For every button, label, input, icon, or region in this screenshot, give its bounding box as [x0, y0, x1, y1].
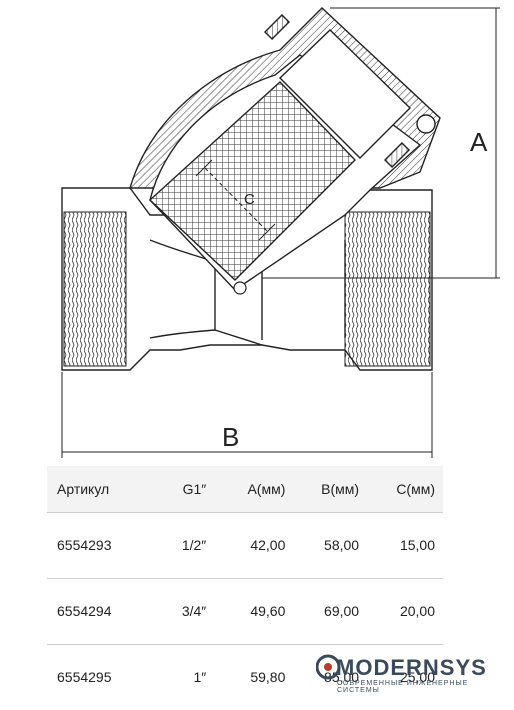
dim-a-lines [262, 7, 500, 279]
header-article: Артикул [57, 480, 110, 497]
cell-thread: 3/4″ [181, 603, 207, 619]
cap-block [278, 29, 411, 159]
header-b: B(мм) [321, 480, 360, 497]
cell-c: 20,00 [399, 603, 435, 619]
logo-name: MODERNSYS [336, 655, 487, 680]
dimensions-table: Артикул G1″ A(мм) B(мм) C(мм) 6554293 1/… [47, 466, 443, 710]
dimension-a-label: A [470, 127, 488, 157]
cell-thread: 1″ [193, 669, 207, 686]
dimension-b-label: B [222, 422, 240, 452]
cell-article: 6554293 [57, 537, 112, 553]
logo-mark [316, 654, 341, 680]
cell-c: 25,00 [399, 669, 435, 686]
cell-a: 59,80 [250, 669, 286, 686]
dim-b-lines [61, 372, 433, 458]
logo-tagline: СОВРЕМЕННЫЕ ИНЖЕНЕРНЫЕ СИСТЕМЫ [337, 680, 469, 694]
cell-c: 15,00 [399, 537, 435, 553]
table-row: 6554294 3/4″ 49,60 69,00 20,00 [47, 578, 443, 644]
table-row: 6554293 1/2″ 42,00 58,00 15,00 [47, 512, 443, 578]
cell-thread: 1/2″ [181, 537, 207, 553]
cell-b: 58,00 [324, 537, 360, 553]
header-c: C(мм) [396, 480, 435, 497]
header-a: A(мм) [247, 480, 286, 497]
table-row: 6554295 1″ 59,80 85,00 25,00 [47, 644, 443, 710]
cell-b: 69,00 [324, 603, 360, 619]
cell-article: 6554295 [57, 669, 112, 686]
table-header-row: Артикул G1″ A(мм) B(мм) C(мм) [47, 466, 443, 512]
cell-a: 49,60 [250, 603, 286, 619]
cell-a: 42,00 [250, 537, 286, 553]
dim-c-lines [195, 159, 276, 241]
cell-article: 6554294 [57, 603, 112, 619]
right-thread [344, 211, 431, 367]
left-thread [63, 211, 127, 367]
filter-technical-drawing [61, 7, 500, 458]
dimension-c-label: C [244, 191, 255, 208]
cell-b: 85,00 [324, 669, 360, 686]
header-thread: G1″ [182, 480, 207, 497]
filter-mesh [148, 81, 356, 281]
